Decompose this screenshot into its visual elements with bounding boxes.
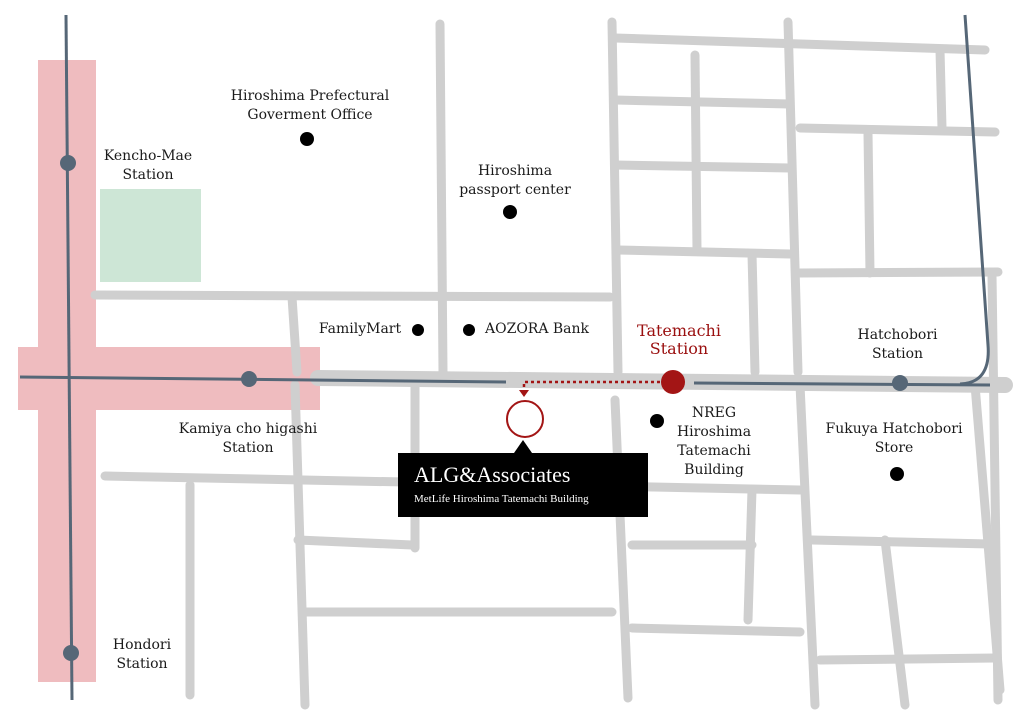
road <box>290 380 310 710</box>
label-nreg: NREG Hiroshima Tatemachi Building <box>676 405 752 478</box>
road <box>610 160 795 173</box>
road <box>627 623 805 637</box>
label-hatchobori: Hatchobori Station <box>857 327 938 362</box>
road <box>293 535 417 550</box>
tram-line-avenue-east <box>693 381 991 387</box>
road <box>743 485 757 625</box>
label-familymart: FamilyMart <box>318 321 402 337</box>
label-prefectural-office: Hiroshima Prefectural Goverment Office <box>230 88 390 123</box>
label-aozora-bank: AOZORA Bank <box>485 321 590 337</box>
tram-line-avenue-west <box>19 375 507 384</box>
road <box>90 290 615 302</box>
road <box>880 535 910 710</box>
poi-marker-fukuya[interactable] <box>890 467 904 481</box>
office-callout[interactable]: ALG&Associates MetLife Hiroshima Tatemac… <box>398 453 648 517</box>
poi-marker-aozora-bank[interactable] <box>463 324 475 336</box>
label-passport-center: Hiroshima passport center <box>459 163 571 198</box>
office-name: ALG&Associates <box>414 462 571 487</box>
tram-line-curve <box>959 14 990 386</box>
poi-markers <box>300 132 904 481</box>
label-tatemachi: Tatemachi Station <box>637 321 721 358</box>
road <box>935 45 947 133</box>
road <box>607 17 623 377</box>
office-location-marker[interactable] <box>506 400 544 438</box>
road <box>783 17 803 377</box>
road <box>987 270 1003 705</box>
road <box>747 249 760 377</box>
road <box>815 653 1000 665</box>
poi-marker-nreg[interactable] <box>650 414 664 428</box>
station-marker-kamiyacho[interactable] <box>241 371 257 387</box>
label-kencho-mae: Kencho-Mae Station <box>103 148 193 183</box>
road <box>435 19 448 377</box>
callout-pointer-icon <box>514 440 532 453</box>
road <box>863 128 875 278</box>
label-hondori: Hondori Station <box>112 637 172 672</box>
road <box>795 380 820 710</box>
station-marker-hatchobori[interactable] <box>892 375 908 391</box>
tram-lines <box>19 14 991 701</box>
station-marker-kencho-mae[interactable] <box>60 155 76 171</box>
label-kamiyacho: Kamiya cho higashi Station <box>178 421 318 456</box>
poi-marker-prefectural-office[interactable] <box>300 132 314 146</box>
road <box>287 292 302 377</box>
road <box>690 50 702 255</box>
poi-marker-familymart[interactable] <box>412 324 424 336</box>
road <box>613 245 795 259</box>
station-marker-hondori[interactable] <box>63 645 79 661</box>
road <box>807 535 995 549</box>
road <box>610 95 795 109</box>
route-arrow-icon <box>519 390 529 397</box>
label-fukuya: Fukuya Hatchobori Store <box>825 421 963 456</box>
tram-stations <box>60 155 908 661</box>
station-marker-tatemachi[interactable] <box>661 370 685 394</box>
park <box>100 189 201 282</box>
office-building: MetLife Hiroshima Tatemachi Building <box>414 493 589 505</box>
tram-line-vertical <box>64 14 74 701</box>
road <box>610 33 990 55</box>
road <box>795 123 1000 137</box>
road <box>795 267 1003 278</box>
poi-marker-passport-center[interactable] <box>503 205 517 219</box>
road <box>610 395 633 703</box>
